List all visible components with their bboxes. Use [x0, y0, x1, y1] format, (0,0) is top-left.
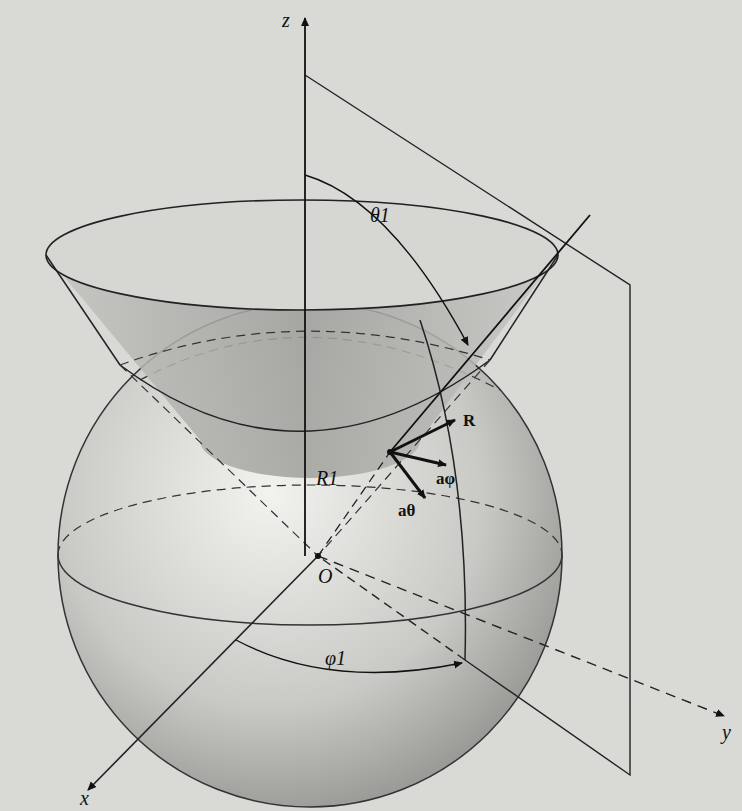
radius-label: R1 — [316, 468, 338, 488]
angle-label: φ1 — [325, 648, 346, 668]
origin-label: O — [318, 566, 332, 586]
unit-vector-label: aθ — [398, 502, 415, 519]
axis-label: z — [282, 10, 290, 30]
unit-vector-label: aφ — [436, 470, 455, 487]
axis-label: x — [80, 788, 89, 808]
angle-label: θ1 — [370, 205, 390, 225]
axis-label: y — [722, 722, 731, 742]
unit-vector-label: R — [463, 412, 475, 429]
